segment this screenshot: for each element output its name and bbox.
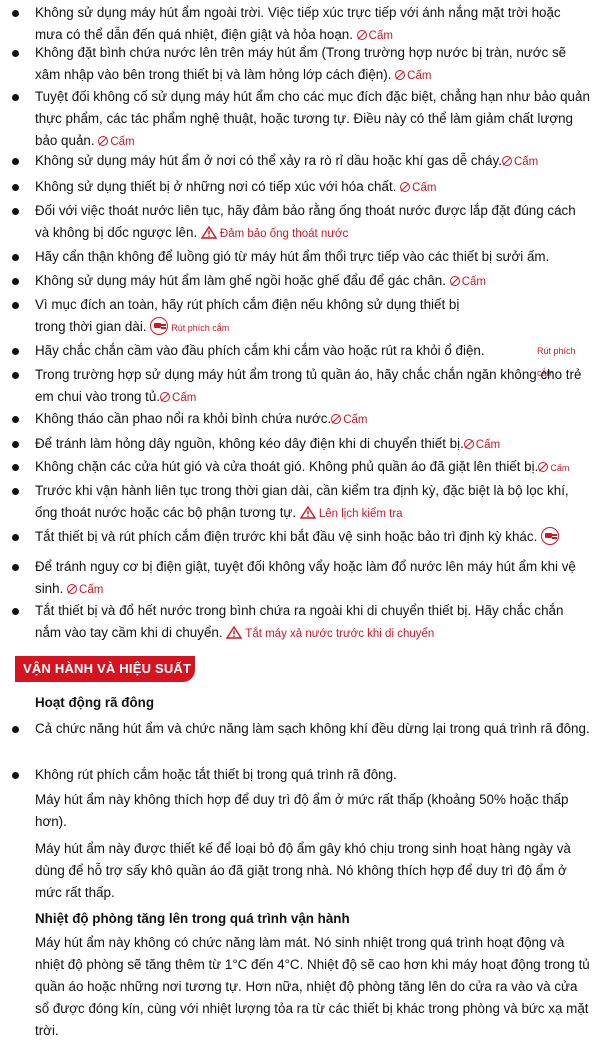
bullet-icon [12, 10, 19, 17]
item-text: Trong trường hợp sử dụng máy hút ẩm tron… [35, 367, 582, 404]
bullet-icon [12, 302, 19, 309]
list-item: Cả chức năng hút ẩm và chức năng làm sạc… [0, 718, 590, 762]
prohibit-icon [501, 156, 512, 166]
bullet-icon [12, 564, 19, 571]
item-text: Trước khi vận hành liên tục trong thời g… [35, 483, 569, 520]
badge-label: Rút phích cắm [537, 346, 576, 378]
badge-label: Cấm [172, 392, 197, 404]
item-text: Hãy cẩn thận không để luồng gió từ máy h… [35, 249, 550, 264]
list-item: Vì mục đích an toàn, hãy rút phích cắm đ… [0, 294, 520, 338]
prohibit-icon [331, 414, 342, 424]
badge-label: Tắt máy xả nước trước khi di chuyển [245, 628, 435, 640]
item-text: Không chặn các cửa hút gió và cửa thoát … [35, 459, 539, 474]
badge-label: Cấm [79, 584, 104, 596]
bullet-icon [12, 158, 19, 165]
item-text: Tuyệt đối không cố sử dụng máy hút ẩm ch… [35, 89, 590, 148]
item-text: Vì mục đích an toàn, hãy rút phích cắm đ… [35, 297, 460, 334]
list-item: Không sử dụng máy hút ẩm ngoài trời. Việ… [0, 2, 590, 46]
list-item: Tắt thiết bị và rút phích cắm điện trước… [0, 526, 590, 548]
bullet-icon [12, 488, 19, 495]
list-item: Tắt thiết bị và đổ hết nước trong bình c… [0, 600, 590, 644]
item-text: Không tháo cần phao nổi ra khỏi bình chứ… [35, 411, 332, 426]
item-text: Không sử dụng máy hút ẩm làm ghế ngồi ho… [35, 273, 446, 288]
bullet-icon [12, 372, 19, 379]
list-item: Không sử dụng máy hút ẩm ở nơi có thể xả… [0, 150, 590, 172]
list-item: Không tháo cần phao nổi ra khỏi bình chứ… [0, 408, 590, 430]
bullet-icon [12, 348, 19, 355]
list-item: Không chặn các cửa hút gió và cửa thoát … [0, 456, 590, 478]
badge-label: Cấm [513, 156, 539, 168]
item-text: Để tránh nguy cơ bị điện giật, tuyệt đối… [35, 559, 576, 596]
item-text: Để tránh làm hỏng dây nguồn, không kéo d… [35, 436, 464, 451]
list-item: Để tránh làm hỏng dây nguồn, không kéo d… [0, 433, 590, 455]
badge-label: Cấm [461, 276, 486, 288]
badge-label: Rút phích cắm [171, 323, 230, 333]
prohibit-icon [538, 462, 549, 472]
defrost-heading: Hoạt động rã đông [35, 695, 155, 710]
list-item: Không sử dụng thiết bị ở những nơi có ti… [0, 176, 590, 198]
list-item: Tuyệt đối không cố sử dụng máy hút ẩm ch… [0, 86, 590, 152]
prohibit-icon [400, 182, 411, 192]
unplug-icon [150, 317, 169, 335]
bullet-icon [12, 416, 19, 423]
badge-label: Đảm bảo ống thoát nước [219, 228, 349, 240]
item-text: Đối với việc thoát nước liên tục, hãy đả… [35, 203, 576, 240]
unplug-icon [541, 527, 560, 545]
bullet-icon [12, 208, 19, 215]
bullet-icon [12, 608, 19, 615]
bullet-icon [12, 464, 19, 471]
bullet-icon [12, 184, 19, 191]
badge-label: Cấm [343, 414, 368, 426]
temperature-heading: Nhiệt độ phòng tăng lên trong quá trình … [35, 911, 350, 926]
list-item: Hãy chắc chắn cầm vào đầu phích cắm khi … [0, 340, 590, 378]
badge-label: Cấm [407, 70, 432, 82]
bullet-icon [12, 50, 19, 57]
item-text: Không rút phích cắm hoặc tắt thiết bị tr… [35, 767, 397, 782]
list-item: Không đặt bình chứa nước lên trên máy hú… [0, 42, 590, 86]
item-text: Không sử dụng máy hút ẩm ở nơi có thể xả… [35, 153, 502, 168]
prohibit-icon [395, 70, 406, 80]
item-text: Không sử dụng máy hút ẩm ngoài trời. Việ… [35, 5, 561, 42]
item-text: Tắt thiết bị và rút phích cắm điện trước… [35, 529, 538, 544]
badge-label: Cấm [550, 463, 570, 473]
list-item: Hãy cẩn thận không để luồng gió từ máy h… [0, 246, 590, 268]
prohibit-icon [463, 439, 474, 449]
prohibit-icon [160, 392, 171, 402]
section-title: VẬN HÀNH VÀ HIỆU SUẤT [15, 656, 195, 682]
paragraph: Máy hút ẩm này không thích hợp để duy tr… [35, 792, 569, 829]
warning-icon [226, 626, 243, 639]
badge-label: Cấm [412, 182, 437, 194]
paragraph: Máy hút ẩm này không có chức năng làm má… [35, 935, 590, 1038]
list-item: Đối với việc thoát nước liên tục, hãy đả… [0, 200, 590, 244]
badge-label: Cấm [110, 136, 135, 148]
list-item: Trong trường hợp sử dụng máy hút ẩm tron… [0, 364, 590, 408]
item-text: Tắt thiết bị và đổ hết nước trong bình c… [35, 603, 564, 640]
prohibit-icon [449, 276, 460, 286]
paragraph: Máy hút ẩm này được thiết kế để loại bỏ … [35, 841, 571, 900]
list-item: Không sử dụng máy hút ẩm làm ghế ngồi ho… [0, 270, 590, 292]
warning-icon [299, 506, 316, 519]
item-text: Cả chức năng hút ẩm và chức năng làm sạc… [35, 721, 590, 736]
prohibit-icon [356, 30, 367, 40]
list-item: Không rút phích cắm hoặc tắt thiết bị tr… [0, 764, 590, 786]
item-text: Không sử dụng thiết bị ở những nơi có ti… [35, 179, 397, 194]
bullet-icon [12, 441, 19, 448]
bullet-icon [12, 534, 19, 541]
bullet-icon [12, 726, 19, 733]
bullet-icon [12, 254, 19, 261]
item-text: Hãy chắc chắn cầm vào đầu phích cắm khi … [35, 343, 485, 358]
badge-label: Cấm [475, 439, 501, 451]
prohibit-icon [98, 136, 109, 146]
prohibit-icon [67, 584, 78, 594]
list-item: Để tránh nguy cơ bị điện giật, tuyệt đối… [0, 556, 590, 600]
badge-label: Lên lịch kiểm tra [318, 508, 403, 520]
bullet-icon [12, 772, 19, 779]
bullet-icon [12, 278, 19, 285]
item-text: Không đặt bình chứa nước lên trên máy hú… [35, 45, 567, 82]
badge-label: Cấm [368, 30, 393, 42]
bullet-icon [12, 94, 19, 101]
warning-icon [200, 226, 217, 239]
list-item: Trước khi vận hành liên tục trong thời g… [0, 480, 590, 524]
